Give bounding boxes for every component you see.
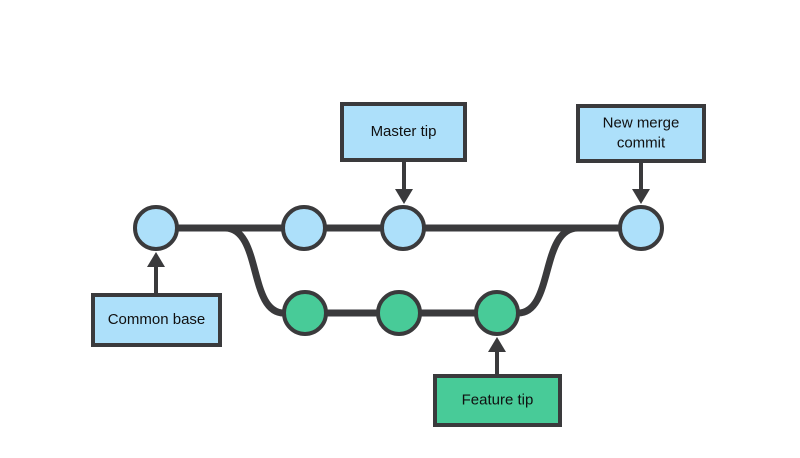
master-commit-2-node[interactable] <box>281 205 327 251</box>
feature-tip-arrow-head-icon <box>488 337 506 352</box>
feature-commit-1-node[interactable] <box>282 290 328 336</box>
feature-commit-3-node[interactable] <box>474 290 520 336</box>
common-base-label[interactable]: Common base <box>91 293 222 347</box>
master-tip-arrow-head-icon <box>395 189 413 204</box>
branch-out-curve <box>221 224 288 317</box>
feature-tip-box-background <box>433 374 562 427</box>
feature-commit-2-node[interactable] <box>376 290 422 336</box>
commit-nodes <box>133 205 664 336</box>
feature-tip-text-line-1: Feature tip <box>462 391 534 408</box>
new-merge-commit-label[interactable]: New merge commit <box>576 104 706 163</box>
new-merge-commit-box-background <box>576 104 706 163</box>
master-commit-1-node[interactable] <box>133 205 179 251</box>
master-tip-text-line-1: Master tip <box>371 123 437 140</box>
common-base-text-line-1: Common base <box>108 311 206 328</box>
merge-in-curve <box>514 224 582 317</box>
callout-arrows <box>147 162 650 374</box>
new-merge-commit-arrow-head-icon <box>632 189 650 204</box>
common-base-box-background <box>91 293 222 347</box>
branch-edges <box>173 224 624 317</box>
feature-tip-label[interactable]: Feature tip <box>433 374 562 427</box>
master-tip-label[interactable]: Master tip <box>340 102 467 162</box>
common-base-arrow-head-icon <box>147 252 165 267</box>
new-merge-commit-text-line-2: commit <box>617 134 666 151</box>
master-commit-3-node[interactable] <box>380 205 426 251</box>
merge-commit-node[interactable] <box>618 205 664 251</box>
new-merge-commit-text-line-1: New merge <box>603 114 680 131</box>
master-tip-box-background <box>340 102 467 162</box>
